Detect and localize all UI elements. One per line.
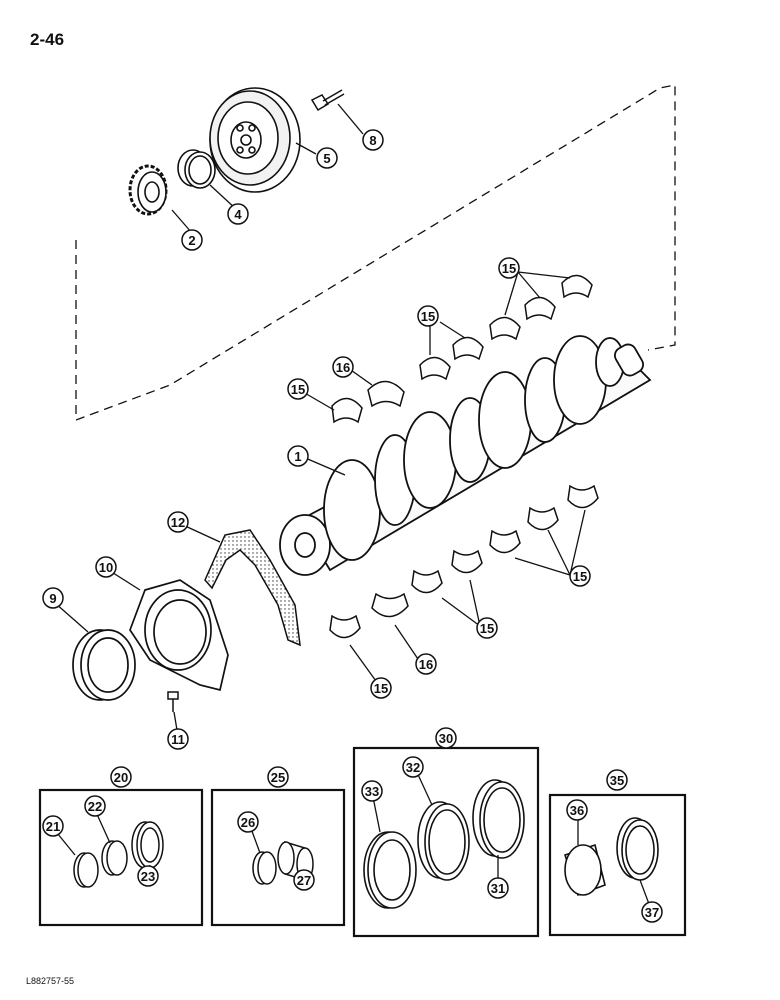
svg-text:36: 36 bbox=[570, 803, 584, 818]
svg-text:11: 11 bbox=[171, 732, 185, 747]
callout-35: 35 bbox=[606, 769, 628, 791]
main-bearing-shells bbox=[329, 274, 599, 639]
svg-text:26: 26 bbox=[241, 815, 255, 830]
callout-5: 5 bbox=[316, 147, 338, 169]
svg-text:30: 30 bbox=[439, 731, 453, 746]
svg-text:31: 31 bbox=[491, 881, 505, 896]
screw bbox=[167, 691, 179, 712]
callout-32: 32 bbox=[402, 756, 424, 778]
callout-15-bottom-left: 15 bbox=[370, 677, 392, 699]
callout-12: 12 bbox=[167, 511, 189, 533]
kit-35-parts bbox=[563, 817, 659, 897]
bolt bbox=[310, 89, 345, 112]
kit-box-35 bbox=[548, 793, 687, 937]
gasket bbox=[204, 529, 301, 647]
callout-25: 25 bbox=[267, 766, 289, 788]
svg-text:5: 5 bbox=[323, 151, 330, 166]
svg-text:15: 15 bbox=[374, 681, 388, 696]
svg-text:16: 16 bbox=[336, 360, 350, 375]
svg-text:37: 37 bbox=[645, 905, 659, 920]
callout-10: 10 bbox=[95, 556, 117, 578]
svg-text:32: 32 bbox=[406, 760, 420, 775]
crankshaft-gear bbox=[128, 164, 168, 216]
callout-30: 30 bbox=[435, 727, 457, 749]
svg-text:15: 15 bbox=[502, 261, 516, 276]
seal-retainer bbox=[129, 579, 229, 692]
wear-sleeve bbox=[177, 149, 216, 189]
svg-text:25: 25 bbox=[271, 770, 285, 785]
callout-15-bottom-right: 15 bbox=[569, 565, 591, 587]
svg-text:27: 27 bbox=[297, 873, 311, 888]
svg-text:1: 1 bbox=[294, 449, 301, 464]
svg-text:8: 8 bbox=[369, 133, 376, 148]
callout-1: 1 bbox=[287, 445, 309, 467]
svg-text:15: 15 bbox=[421, 309, 435, 324]
callout-15-top-mid: 15 bbox=[417, 305, 439, 327]
svg-text:23: 23 bbox=[141, 869, 155, 884]
callout-21: 21 bbox=[42, 815, 64, 837]
dashed-assembly-line bbox=[75, 84, 676, 421]
svg-text:20: 20 bbox=[114, 770, 128, 785]
callout-31: 31 bbox=[487, 877, 509, 899]
kit-box-25 bbox=[210, 788, 346, 927]
page-number: 2-46 bbox=[30, 30, 65, 49]
callout-20: 20 bbox=[110, 766, 132, 788]
svg-text:9: 9 bbox=[49, 591, 56, 606]
svg-text:4: 4 bbox=[234, 207, 242, 222]
callout-8: 8 bbox=[362, 129, 384, 151]
kit-30-parts bbox=[363, 779, 525, 909]
callout-9: 9 bbox=[42, 587, 64, 609]
svg-text:10: 10 bbox=[99, 560, 113, 575]
callout-15-top-left: 15 bbox=[287, 378, 309, 400]
callout-33: 33 bbox=[361, 780, 383, 802]
damper-pulley bbox=[209, 87, 301, 193]
figure-code: L882757-55 bbox=[26, 976, 75, 986]
kit-20-parts bbox=[73, 821, 164, 888]
callout-37: 37 bbox=[641, 901, 663, 923]
callout-36: 36 bbox=[566, 799, 588, 821]
callout-26: 26 bbox=[237, 811, 259, 833]
crankshaft bbox=[279, 335, 652, 576]
kit-boxes bbox=[38, 746, 687, 938]
rear-seal bbox=[72, 629, 136, 701]
svg-text:35: 35 bbox=[610, 773, 624, 788]
callout-16-top: 16 bbox=[332, 356, 354, 378]
callout-23: 23 bbox=[137, 865, 159, 887]
callout-22: 22 bbox=[84, 795, 106, 817]
svg-text:33: 33 bbox=[365, 784, 379, 799]
svg-text:12: 12 bbox=[171, 515, 185, 530]
svg-text:15: 15 bbox=[480, 621, 494, 636]
svg-text:22: 22 bbox=[88, 799, 102, 814]
svg-text:16: 16 bbox=[419, 657, 433, 672]
svg-text:15: 15 bbox=[291, 382, 305, 397]
svg-text:15: 15 bbox=[573, 569, 587, 584]
callout-16-bottom: 16 bbox=[415, 653, 437, 675]
callout-27: 27 bbox=[293, 869, 315, 891]
svg-text:2: 2 bbox=[188, 233, 195, 248]
callout-11: 11 bbox=[167, 728, 189, 750]
callout-2: 2 bbox=[181, 229, 203, 251]
svg-text:21: 21 bbox=[46, 819, 60, 834]
callout-15-bottom-mid: 15 bbox=[476, 617, 498, 639]
kit-box-20 bbox=[38, 788, 204, 927]
kit-25-parts bbox=[252, 840, 314, 885]
callout-15-top-right: 15 bbox=[498, 257, 520, 279]
callout-4: 4 bbox=[227, 203, 249, 225]
